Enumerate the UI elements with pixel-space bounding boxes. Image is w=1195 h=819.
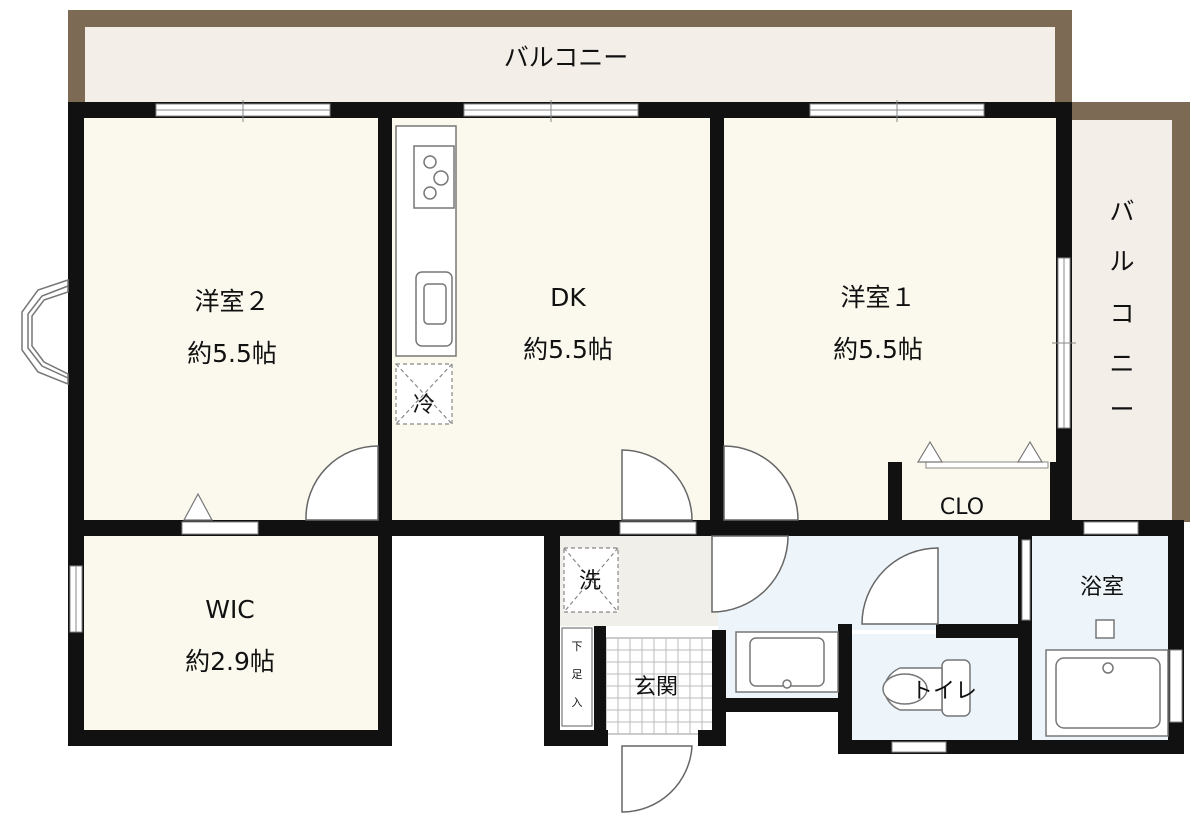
bathtub [1045,619,1169,737]
fridge-space [395,363,453,425]
shoe-box-char: 入 [572,696,583,709]
western2-size: 約5.5帖 [187,339,277,368]
balcony-right-label: バ ル コ ニ ー [1109,197,1134,424]
entrance-name: 玄関 [634,675,678,700]
balcony-right-char: ニ [1109,349,1134,378]
kitchen-counter [395,125,457,357]
shoe-box [561,627,593,727]
vanity-sink [735,631,839,693]
fridge-label: 冷 [413,393,435,418]
bay-window [21,278,69,386]
balcony-right-char: コ [1109,299,1134,328]
doors [305,445,939,813]
wic-size: 約2.9帖 [185,647,275,676]
western2-name: 洋室２ [194,287,269,316]
western1-size: 約5.5帖 [833,335,923,364]
balcony-right [1072,102,1190,522]
dk-name: DK [550,283,586,312]
toilet-fixture [882,659,971,717]
western1-floor [720,110,1064,528]
bath-name: 浴室 [1080,575,1124,600]
washer-space [563,547,619,613]
western1-name: 洋室１ [840,283,915,312]
washer-label: 洗 [579,569,601,594]
balcony-right-char: バ [1109,197,1134,226]
shoe-box-char: 足 [572,668,583,681]
clo-name: CLO [940,495,984,520]
wic-name: WIC [205,595,255,624]
windows [69,100,1183,753]
wic-floor [76,528,384,740]
closet-markers [182,440,1044,521]
toilet-name: トイレ [911,679,977,704]
balcony-right-char: ー [1109,395,1134,424]
dk-size: 約5.5帖 [523,335,613,364]
balcony-right-char: ル [1109,247,1134,276]
balcony-top-label: バルコニー [504,43,629,72]
shoe-box-char: 下 [572,640,583,653]
western2-floor [76,110,384,528]
balcony-top [68,10,1072,102]
entrance-tiles [605,637,715,735]
